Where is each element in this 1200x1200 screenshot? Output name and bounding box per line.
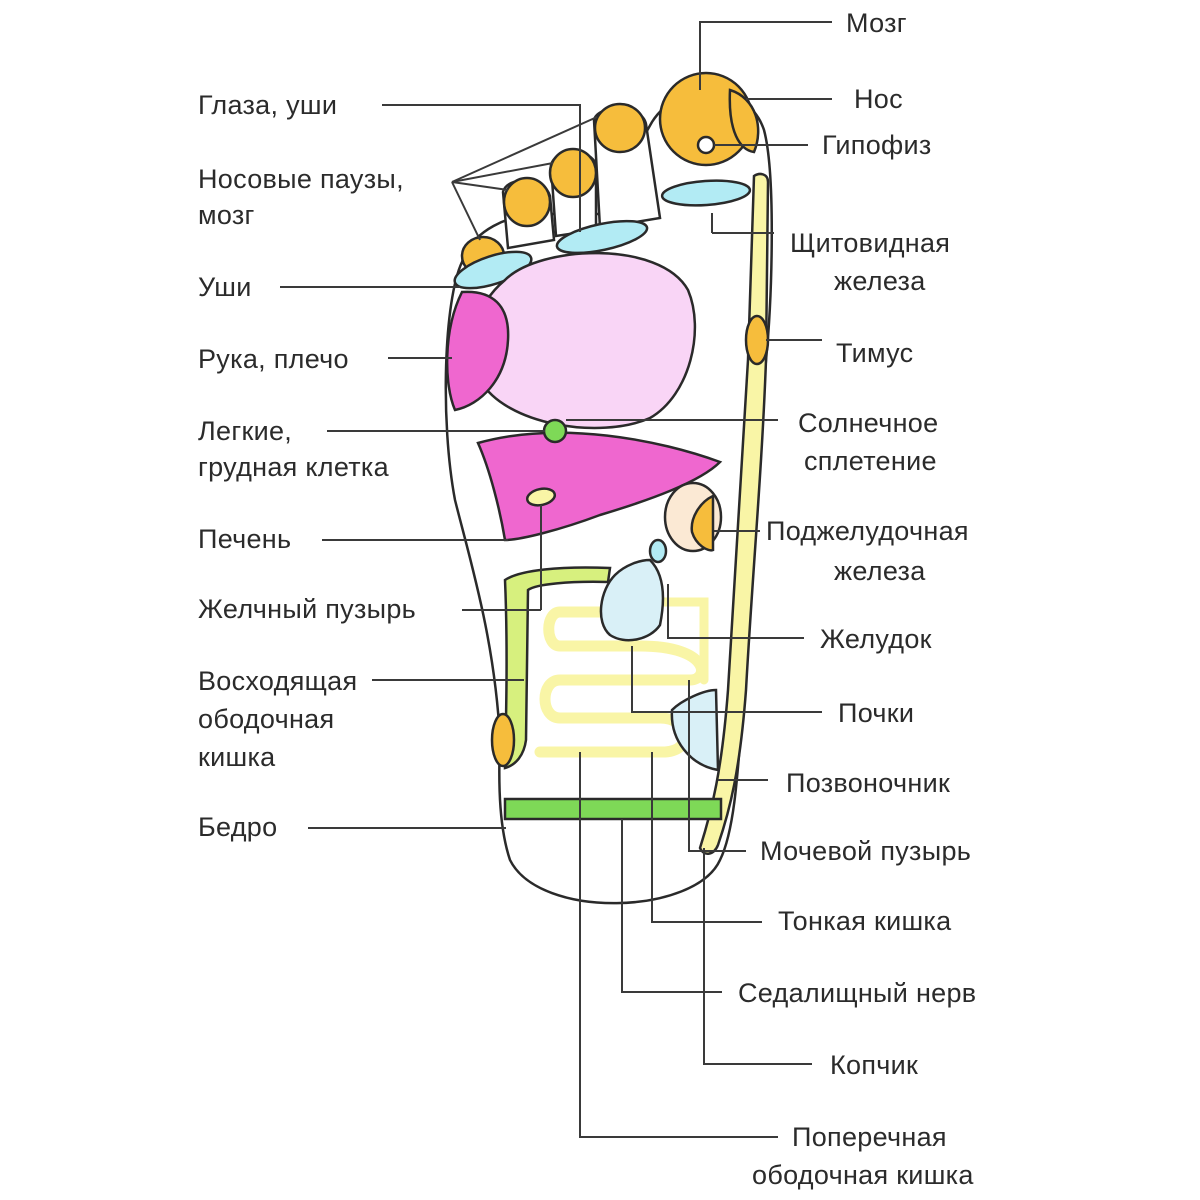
ascending-colon	[503, 566, 612, 770]
toe-3-tip	[548, 147, 598, 199]
hip-band	[503, 797, 723, 821]
stomach-top	[648, 538, 668, 564]
label-transverse-2: ободочная кишка	[752, 1160, 974, 1190]
label-solar-2: сплетение	[804, 446, 937, 476]
pancreas-inner	[690, 494, 715, 552]
hip-side-zone	[490, 712, 516, 768]
label-bladder: Мочевой пузырь	[760, 836, 971, 866]
eyes-ears-band	[555, 219, 649, 255]
label-pituitary: Гипофиз	[822, 130, 932, 160]
label-thymus: Тимус	[836, 338, 913, 368]
label-ascending-1: Восходящая	[198, 666, 357, 696]
label-stomach: Желудок	[820, 624, 932, 654]
thymus-zone	[744, 314, 770, 366]
label-arm-shoulder: Рука, плечо	[198, 344, 349, 374]
thyroid-zone	[660, 179, 752, 207]
label-brain: Мозг	[846, 8, 907, 38]
label-ears: Уши	[198, 272, 252, 302]
liver-zone	[476, 431, 723, 542]
label-small-intestine: Тонкая кишка	[778, 906, 952, 936]
label-eyes-ears: Глаза, уши	[198, 90, 337, 120]
label-ascending-3: кишка	[198, 742, 276, 772]
arm-shoulder-zone	[445, 290, 510, 412]
label-lungs-2: грудная клетка	[198, 452, 390, 482]
nose-zone	[728, 88, 760, 154]
solar-plexus-zone	[542, 418, 568, 444]
label-liver: Печень	[198, 524, 291, 554]
label-spine: Позвоночник	[786, 768, 950, 798]
label-thyroid-2: железа	[834, 266, 926, 296]
stomach-zone	[599, 558, 665, 642]
pituitary-zone	[696, 135, 716, 155]
label-sinuses-2: мозг	[198, 200, 255, 230]
kidneys-zone	[670, 688, 720, 772]
label-kidneys: Почки	[838, 698, 914, 728]
label-hip: Бедро	[198, 812, 277, 842]
label-pancreas-1: Поджелудочная	[766, 516, 969, 546]
label-sciatic: Седалищный нерв	[738, 978, 976, 1008]
label-lungs-1: Легкие,	[198, 416, 292, 446]
label-ascending-2: ободочная	[198, 704, 334, 734]
label-gallbladder: Желчный пузырь	[198, 594, 416, 624]
toe-2-tip	[593, 102, 647, 154]
leader-lines	[280, 21, 832, 1138]
label-coccyx: Копчик	[830, 1050, 918, 1080]
label-solar-1: Солнечное	[798, 408, 938, 438]
toe-4-tip	[502, 176, 552, 228]
gallbladder-zone	[525, 487, 557, 507]
label-thyroid-1: Щитовидная	[790, 228, 950, 258]
ears-zone	[453, 250, 533, 290]
label-transverse-1: Поперечная	[792, 1122, 947, 1152]
label-pancreas-2: железа	[834, 556, 926, 586]
label-nose: Нос	[854, 84, 903, 114]
label-sinuses-1: Носовые паузы,	[198, 164, 404, 194]
